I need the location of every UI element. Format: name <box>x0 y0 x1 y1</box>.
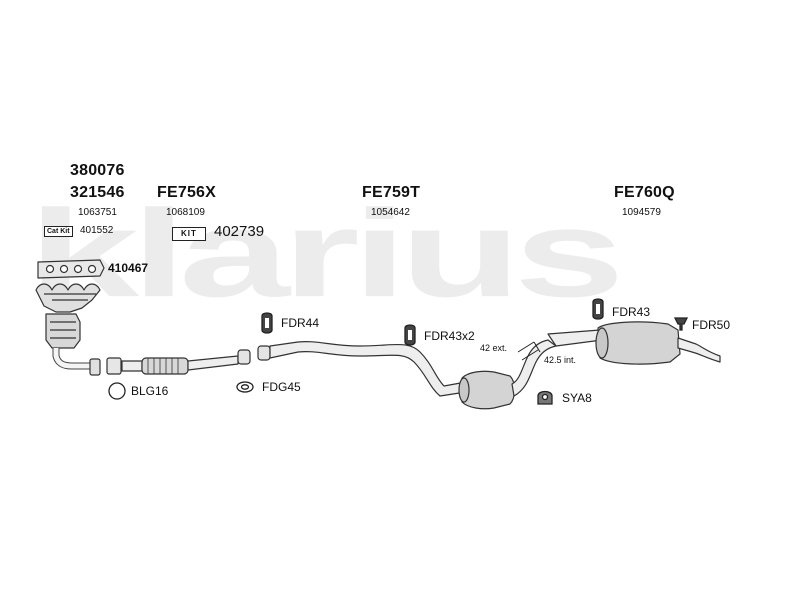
fdr50-hanger-icon <box>673 317 689 331</box>
fdr44-rubber-mount-icon <box>261 312 273 334</box>
klarius-watermark: klarius <box>28 184 625 323</box>
manifold-gasket-code: 410467 <box>108 261 149 275</box>
front-pipe-icon <box>106 349 251 375</box>
front-code-1: 380076 <box>70 162 125 179</box>
fe756x-ref: 1068109 <box>166 207 205 218</box>
blg16-clamp-icon <box>108 382 126 400</box>
fe760q-ref: 1094579 <box>622 207 661 218</box>
rear-silencer-icon <box>547 321 721 365</box>
front-ref: 1063751 <box>78 207 117 218</box>
fdr50-label: FDR50 <box>692 318 731 332</box>
fdr43-label: FDR43 <box>612 305 651 319</box>
sya8-bracket-icon <box>537 390 553 405</box>
fdr43x2-label: FDR43x2 <box>424 329 475 343</box>
dimension-ext-label: 42 ext. <box>480 343 508 353</box>
exhaust-manifold-icon <box>35 283 101 313</box>
fdr43-rubber-mount-icon <box>592 298 604 320</box>
fe759t-ref: 1054642 <box>371 207 410 218</box>
fe756x-code: FE756X <box>157 184 217 201</box>
middle-section-icon <box>257 339 557 410</box>
manifold-gasket-icon <box>37 259 105 279</box>
fe759t-code: FE759T <box>362 184 421 201</box>
kit-tag: KIT <box>172 227 206 241</box>
dimension-int-label: 42.5 int. <box>544 355 577 365</box>
fdr43x2-rubber-mount-icon <box>404 324 416 346</box>
fdr44-label: FDR44 <box>281 316 320 330</box>
blg16-label: BLG16 <box>131 384 169 398</box>
cat-kit-tag: Cat Kit <box>44 226 73 237</box>
fe760q-code: FE760Q <box>614 184 675 201</box>
cat-kit-code: 401552 <box>80 225 114 236</box>
dimension-marker-icon <box>517 341 541 361</box>
catalytic-converter-icon <box>45 313 92 370</box>
sya8-label: SYA8 <box>562 391 592 405</box>
front-code-2: 321546 <box>70 184 125 201</box>
fdg45-gasket-icon <box>236 381 254 393</box>
connector-joint-icon <box>89 358 101 376</box>
kit-code: 402739 <box>214 223 265 240</box>
fdg45-label: FDG45 <box>262 380 301 394</box>
